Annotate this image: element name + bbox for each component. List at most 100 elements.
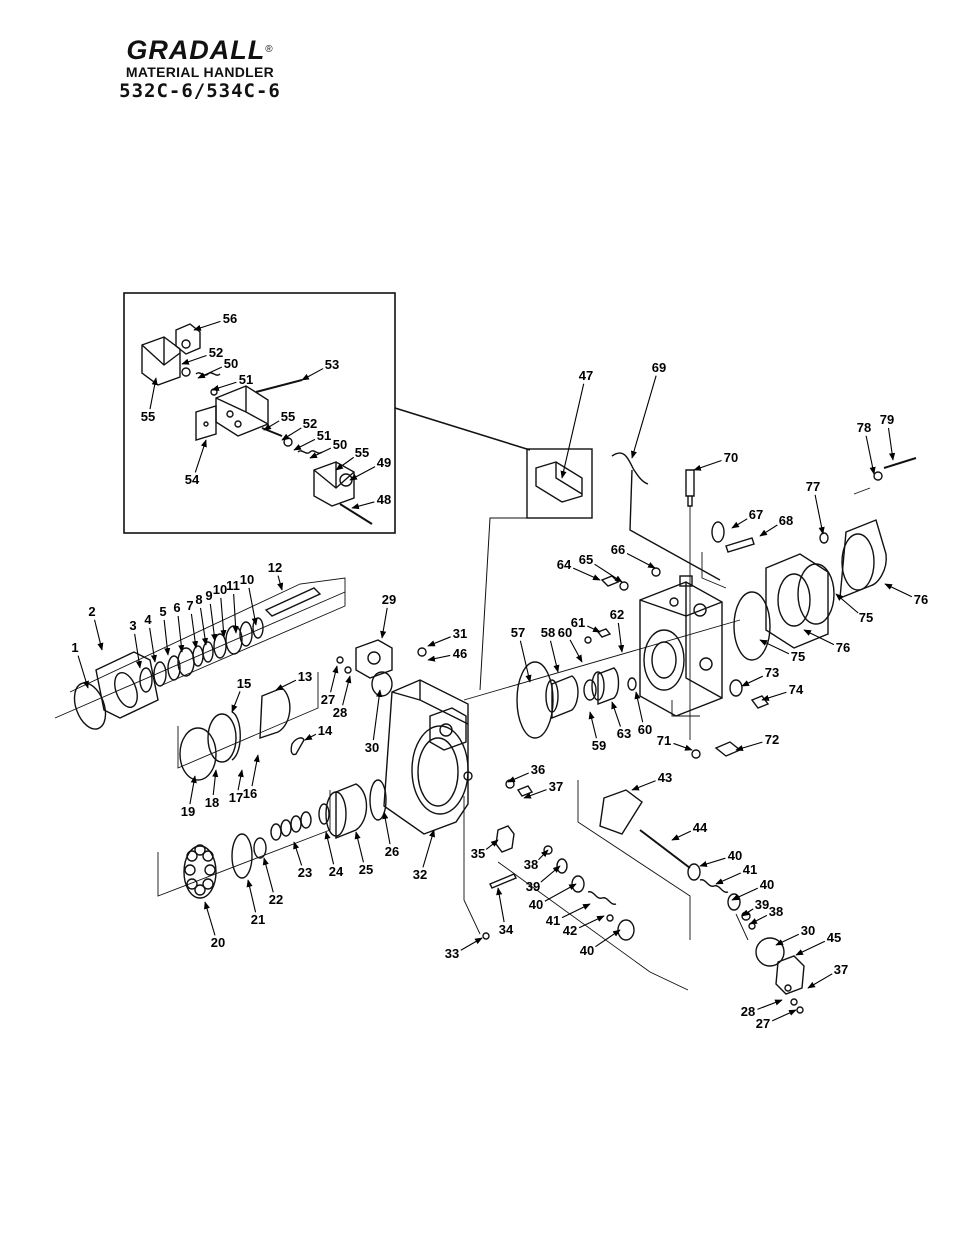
callout-number: 46 bbox=[453, 646, 467, 661]
callout-66: 66 bbox=[611, 542, 656, 569]
callout-75: 75 bbox=[835, 593, 873, 625]
callout-leader bbox=[549, 640, 560, 673]
callout-number: 55 bbox=[141, 409, 155, 424]
callout-27: 27 bbox=[756, 1009, 797, 1031]
callout-leader bbox=[237, 769, 244, 791]
callout-leader bbox=[803, 629, 835, 646]
callout-28: 28 bbox=[333, 675, 352, 720]
callout-7: 7 bbox=[186, 598, 199, 649]
callout-leader bbox=[382, 811, 391, 845]
callout-39: 39 bbox=[741, 897, 769, 917]
callout-leader bbox=[507, 772, 529, 783]
callout-number: 40 bbox=[580, 943, 594, 958]
connector-56 bbox=[175, 323, 201, 355]
callout-number: 35 bbox=[471, 846, 485, 861]
callout-number: 43 bbox=[658, 770, 672, 785]
callout-53: 53 bbox=[301, 357, 339, 381]
callout-number: 40 bbox=[760, 877, 774, 892]
callout-leader bbox=[232, 593, 239, 634]
callout-leader bbox=[715, 872, 741, 885]
callout-6: 6 bbox=[173, 600, 185, 653]
callout-number: 51 bbox=[317, 428, 331, 443]
callout-leader bbox=[231, 691, 241, 713]
callout-52: 52 bbox=[181, 345, 223, 365]
callout-number: 70 bbox=[724, 450, 738, 465]
flange-2 bbox=[95, 651, 159, 719]
callout-25: 25 bbox=[354, 831, 373, 877]
callout-leader bbox=[835, 593, 859, 614]
callout-leader bbox=[281, 427, 302, 441]
callout-55: 55 bbox=[263, 409, 295, 431]
callout-30: 30 bbox=[775, 923, 815, 946]
callout-30: 30 bbox=[365, 689, 383, 755]
callout-number: 4 bbox=[144, 612, 152, 627]
callout-number: 33 bbox=[445, 946, 459, 961]
callout-48: 48 bbox=[351, 492, 391, 510]
callout-number: 64 bbox=[557, 557, 572, 572]
callout-63: 63 bbox=[611, 701, 631, 741]
callout-number: 52 bbox=[209, 345, 223, 360]
callout-leader bbox=[190, 613, 199, 649]
callout-leader bbox=[595, 929, 621, 948]
callout-51: 51 bbox=[293, 428, 331, 451]
callout-number: 55 bbox=[355, 445, 369, 460]
callout-number: 45 bbox=[827, 930, 841, 945]
callout-leader bbox=[757, 999, 783, 1010]
callout-number: 6 bbox=[173, 600, 180, 615]
bolt-68 bbox=[725, 537, 755, 553]
sensor-72 bbox=[714, 741, 742, 757]
callout-leader bbox=[775, 933, 800, 946]
callout-leader bbox=[673, 742, 693, 751]
callout-number: 1 bbox=[71, 640, 78, 655]
callout-leader bbox=[611, 701, 622, 727]
callout-leader bbox=[342, 675, 352, 706]
callout-number: 3 bbox=[129, 618, 136, 633]
callout-leader bbox=[759, 639, 790, 655]
callout-leader bbox=[573, 567, 601, 581]
callout-leader bbox=[814, 494, 825, 535]
callout-leader bbox=[884, 583, 913, 598]
callout-number: 19 bbox=[181, 804, 195, 819]
callout-leader bbox=[301, 368, 324, 381]
sleeve-43 bbox=[599, 789, 643, 835]
callout-37: 37 bbox=[807, 962, 848, 989]
callout-leader bbox=[544, 883, 577, 902]
callout-number: 59 bbox=[592, 738, 606, 753]
brand-header: GRADALL® MATERIAL HANDLER 532C-6/534C-6 bbox=[100, 36, 300, 102]
callout-35: 35 bbox=[471, 839, 499, 861]
callout-number: 13 bbox=[298, 669, 312, 684]
callout-number: 52 bbox=[303, 416, 317, 431]
callout-leader bbox=[630, 375, 657, 459]
callout-62: 62 bbox=[610, 607, 625, 653]
callout-number: 38 bbox=[769, 904, 783, 919]
callout-55: 55 bbox=[335, 445, 369, 471]
callout-leader bbox=[220, 597, 227, 638]
callout-41: 41 bbox=[546, 903, 591, 928]
callout-leader bbox=[149, 627, 157, 663]
callout-number: 57 bbox=[511, 625, 525, 640]
callout-46: 46 bbox=[427, 646, 467, 662]
gasket-54 bbox=[195, 405, 217, 441]
callout-10: 10 bbox=[240, 572, 258, 626]
callout-leader bbox=[671, 830, 692, 841]
shaft-12 bbox=[264, 587, 322, 617]
callout-leader bbox=[617, 622, 625, 653]
callout-4: 4 bbox=[144, 612, 157, 663]
callout-leader bbox=[77, 655, 89, 689]
brand-name: GRADALL bbox=[126, 35, 266, 65]
callout-leader bbox=[349, 466, 376, 481]
callout-leader bbox=[540, 865, 561, 883]
model-number: 532C-6/534C-6 bbox=[119, 80, 281, 102]
plug-35 bbox=[495, 825, 515, 853]
callout-leader bbox=[693, 459, 722, 471]
housing-32 bbox=[383, 679, 469, 835]
callout-leader bbox=[561, 903, 591, 919]
o-ring-19 bbox=[179, 727, 217, 781]
callout-number: 48 bbox=[377, 492, 391, 507]
callout-number: 23 bbox=[298, 865, 312, 880]
callout-number: 40 bbox=[728, 848, 742, 863]
callout-leader bbox=[519, 640, 532, 683]
callout-58: 58 bbox=[541, 625, 560, 673]
